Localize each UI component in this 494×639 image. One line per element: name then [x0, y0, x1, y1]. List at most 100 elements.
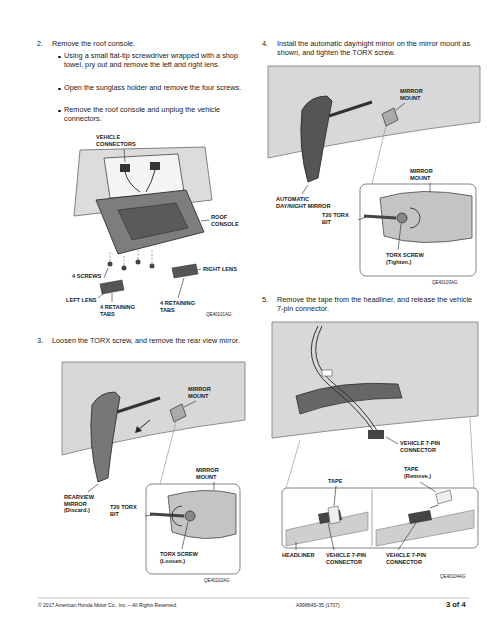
callout-label-box: LEFT LENS — [66, 297, 100, 304]
callout-label-box: RIGHT LENS — [203, 266, 247, 273]
callout-label-box: ROOF CONSOLE — [211, 214, 247, 227]
step-number: 3. — [37, 337, 51, 346]
bullet-text-box: Using a small flat-tip screwdriver wrapp… — [64, 52, 248, 69]
callout-label-box: REARVIEW MIRROR (Discard.) — [64, 494, 108, 514]
headliner — [62, 362, 245, 455]
callout-label-box: VEHICLE CONNECTORS — [96, 134, 154, 147]
figure-code: QE40102AG — [204, 578, 244, 583]
callout-label: 4 RETAINING TABS — [100, 304, 146, 317]
step-number: 4. — [262, 40, 276, 49]
mirror-mount — [170, 404, 186, 422]
connector — [150, 162, 160, 170]
callout-label: TAPE — [328, 478, 352, 485]
callout-label-box: MIRROR MOUNT — [188, 386, 230, 399]
step-number-box: 3. — [37, 337, 51, 346]
callout-label-box: TAPE — [328, 478, 352, 485]
callout-label: TORX SCREW (Loosen.) — [160, 551, 216, 564]
torx-bit — [150, 514, 184, 516]
callout-label: T20 TORX BIT — [322, 212, 358, 225]
callout-label: HEADLINER — [282, 552, 322, 559]
leader-line — [296, 437, 436, 550]
headliner-detail — [376, 510, 474, 546]
callout-label-box: AUTOMATIC DAY/NIGHT MIRROR — [276, 196, 332, 209]
detail-inset — [282, 488, 478, 548]
detail-inset — [360, 184, 476, 276]
turn-arrow — [410, 208, 420, 228]
footer-rule — [38, 598, 470, 599]
callout-label: VEHICLE CONNECTORS — [96, 134, 154, 147]
mirror-mount — [382, 108, 398, 126]
screw — [122, 266, 127, 271]
zoom-line — [372, 126, 386, 184]
callout-label-box: HEADLINER — [282, 552, 322, 559]
step-number-box: 4. — [262, 40, 276, 49]
instruction-text: Loosen the TORX screw, and remove the re… — [52, 337, 244, 346]
left-lens — [100, 280, 124, 294]
connector-detail — [408, 510, 432, 524]
callout-label: REARVIEW MIRROR (Discard.) — [64, 494, 108, 514]
bullet-text: Remove the roof console and unplug the v… — [64, 106, 248, 123]
callout-label-box: VEHICLE 7-PIN CONNECTOR — [400, 440, 476, 453]
wire — [125, 170, 155, 192]
callout-label: RIGHT LENS — [203, 266, 247, 273]
torx-bit — [364, 216, 396, 218]
bullet-text: Using a small flat-tip screwdriver wrapp… — [64, 52, 248, 69]
mirror-removal-figure — [62, 362, 245, 574]
instruction-text-box: Install the automatic day/night mirror o… — [277, 40, 477, 57]
connector-figure — [272, 322, 478, 550]
instruction-text-box: Loosen the TORX screw, and remove the re… — [52, 337, 244, 346]
figure-code-box: QE40102AG — [204, 578, 244, 583]
callout-label-box: TORX SCREW (Tighten.) — [386, 252, 446, 265]
divider — [372, 490, 373, 546]
callout-label: ROOF CONSOLE — [211, 214, 247, 227]
mirror-install-figure — [268, 66, 480, 276]
page-number: 3 of 4 — [446, 601, 482, 610]
callout-label: MIRROR MOUNT — [410, 168, 454, 181]
callout-label: VEHICLE 7-PIN CONNECTOR — [326, 552, 372, 565]
detail-inset — [146, 484, 240, 574]
callout-label-box: VEHICLE 7-PIN CONNECTOR — [326, 552, 372, 565]
bullet-dot — [58, 110, 61, 113]
step-number-box: 2. — [37, 40, 51, 49]
callout-label: 4 SCREWS — [72, 273, 106, 280]
figure-code: QE40101AG — [206, 312, 246, 317]
mirror-stem — [117, 398, 160, 412]
step-number: 2. — [37, 40, 51, 49]
callout-label: MIRROR MOUNT — [188, 386, 230, 399]
callout-label: TORX SCREW (Tighten.) — [386, 252, 446, 265]
connector — [120, 164, 130, 172]
instruction-text-box: Remove the tape from the headliner, and … — [277, 296, 477, 313]
callout-label-box: MIRROR MOUNT — [196, 467, 238, 480]
instruction-text: Remove the tape from the headliner, and … — [277, 296, 477, 313]
screw-axis — [110, 250, 152, 265]
figure-code: QE40104AG — [440, 574, 480, 579]
torx-screw — [185, 511, 195, 521]
mirror — [296, 383, 402, 414]
callout-label: LEFT LENS — [66, 297, 100, 304]
screw — [108, 262, 113, 267]
footer-text-box: A99864S-35 (1707) — [296, 603, 366, 609]
removal-arrow — [430, 505, 438, 508]
right-lens — [172, 264, 198, 278]
callout-label: MIRROR MOUNT — [400, 88, 444, 101]
footer-text-box: © 2017 American Honda Motor Co., Inc. – … — [38, 603, 238, 609]
callout-label: VEHICLE 7-PIN CONNECTOR — [386, 552, 432, 565]
footer-text: © 2017 American Honda Motor Co., Inc. – … — [38, 603, 238, 609]
turn-arrow — [172, 506, 182, 526]
rearview-mirror — [91, 392, 120, 482]
screw — [150, 264, 155, 269]
bullet-text-box: Remove the roof console and unplug the v… — [64, 106, 248, 123]
tape-detail — [328, 506, 340, 524]
callout-label-box: TORX SCREW (Loosen.) — [160, 551, 216, 564]
bullet-text-box: Open the sunglass holder and remove the … — [64, 84, 248, 93]
callout-label: AUTOMATIC DAY/NIGHT MIRROR — [276, 196, 332, 209]
callout-label: 4 RETAINING TABS — [160, 300, 204, 313]
figure-code-box: QE40104AG — [440, 574, 480, 579]
figure-code-box: QE40103AG — [432, 280, 472, 285]
callout-label-box: MIRROR MOUNT — [400, 88, 444, 101]
roof-console — [96, 190, 204, 254]
callout-label: TAPE (Remove.) — [404, 466, 440, 479]
step-number-box: 5. — [262, 296, 276, 305]
step-number: 5. — [262, 296, 276, 305]
headliner — [272, 322, 478, 438]
